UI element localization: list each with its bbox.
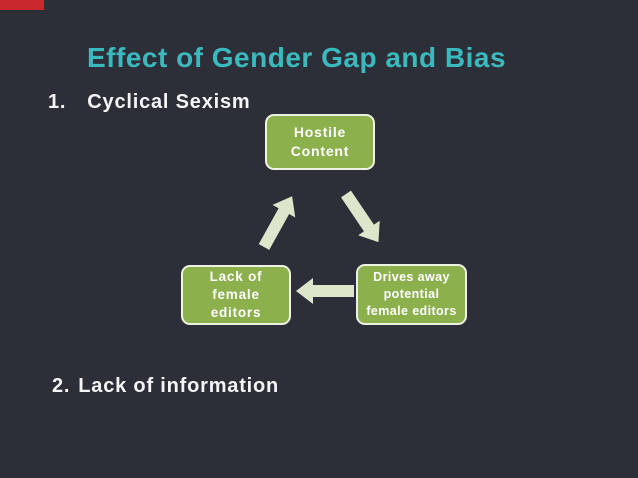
diagram-node-lack-of-female-editors: Lack of female editors — [181, 265, 291, 325]
arrow-down-right-icon — [341, 190, 380, 243]
diagram-node-drives-away-potential-female-editors: Drives away potential female editors — [356, 264, 467, 325]
list-item-number: 2. — [52, 375, 71, 397]
list-item-label: Cyclical Sexism — [87, 91, 251, 113]
top-accent-bar — [0, 0, 44, 10]
list-item-lack-of-information: 2. Lack of information — [52, 375, 279, 398]
list-item-number: 1. — [48, 91, 67, 113]
slide-title: Effect of Gender Gap and Bias — [87, 42, 507, 73]
arrow-left-icon — [296, 278, 354, 304]
list-item-cyclical-sexism: 1. Cyclical Sexism — [48, 91, 251, 114]
arrow-up-right-icon — [258, 196, 296, 250]
list-item-label: Lack of information — [78, 375, 280, 397]
diagram-node-hostile-content: Hostile Content — [265, 114, 375, 170]
